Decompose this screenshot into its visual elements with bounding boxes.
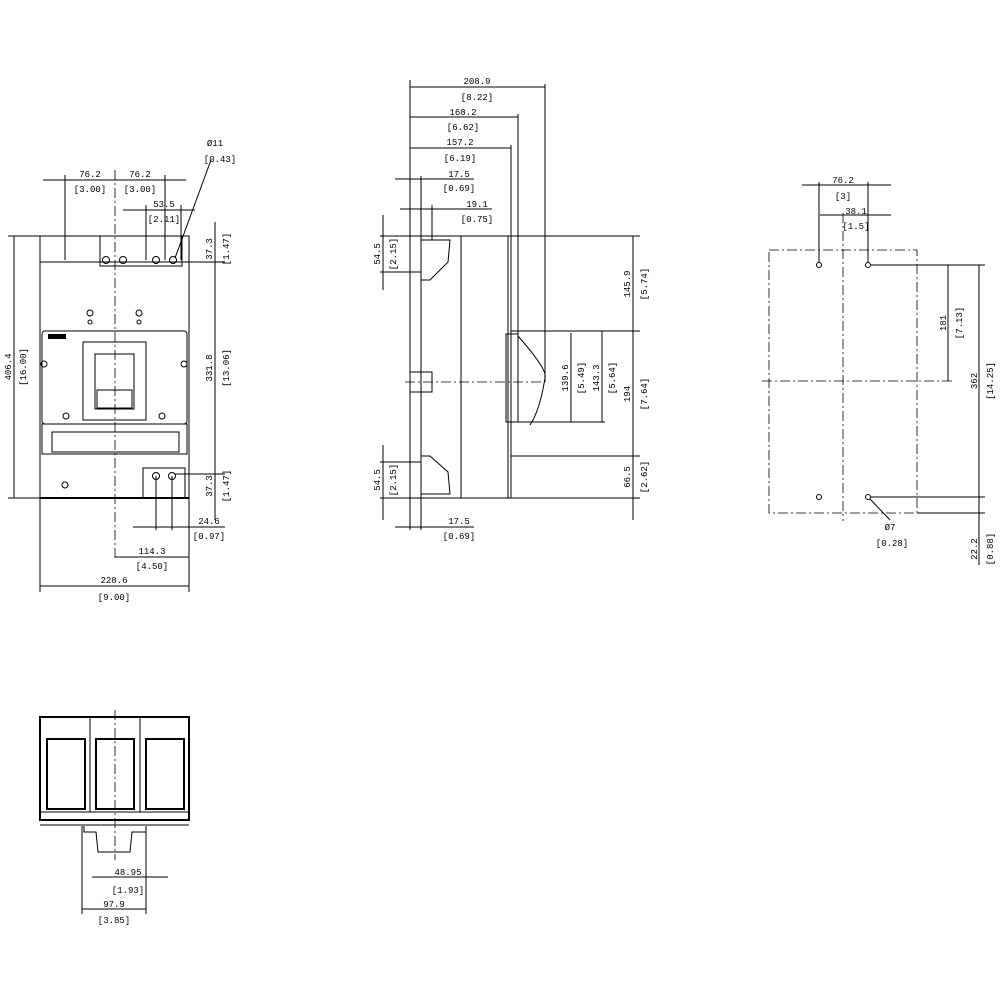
dim-depth-cover: 157.2 [446,138,473,148]
bottom-view [39,710,190,914]
dim-hole-spacing: 76.2 [832,176,854,186]
dim-top-to-escutcheon-in: [5.74] [640,268,650,300]
dim-depth-handle: 168.2 [449,108,476,118]
dim-handle-opening-in: [5.64] [608,362,618,394]
dim-top-terminal-height: 54.5 [373,243,383,265]
dim-hole-diameter: Ø11 [207,139,223,149]
dim-hole-height: 362 [970,373,980,389]
dim-handle-travel: 139.6 [561,364,571,391]
dim-bottom-margin: 22.2 [970,538,980,560]
dim-hole-spacing-in: [3] [835,192,851,202]
dim-bottom-width-in: [3.85] [98,916,130,926]
dim-depth-handle-in: [6.62] [447,123,479,133]
dim-handle-opening: 143.3 [592,364,602,391]
dim-between-terminals-in: [13.06] [222,349,232,387]
dim-hole-pitch-in: [0.97] [193,532,225,542]
mounting-view [762,182,985,565]
dim-top-right-width-in: [3.00] [124,185,156,195]
dim-top-terminal: 37.3 [205,238,215,260]
dim-terminal-spacing: 53.5 [153,200,175,210]
dim-half-spacing-in: [1.5] [842,222,869,232]
dim-top-left-width: 76.2 [79,170,101,180]
dim-overall-width-in: [9.00] [98,593,130,603]
dim-terminal-offset: 17.5 [448,170,470,180]
side-view [405,235,546,499]
dim-handle-travel-in: [5.49] [577,362,587,394]
dim-bottom-to-escutcheon-in: [2.62] [640,461,650,493]
dim-hole-diameter-in: [0.43] [204,155,236,165]
dim-top-left-width-in: [3.00] [74,185,106,195]
dim-half-width: 114.3 [138,547,165,557]
dim-depth-total-in: [8.22] [461,93,493,103]
side-dimensions [380,80,640,530]
dim-overall-width: 228.6 [100,576,127,586]
dim-hole-pitch: 24.6 [198,517,220,527]
dim-bottom-terminal-height: 54.5 [373,469,383,491]
dim-escutcheon: 194 [623,386,633,402]
dim-mount-hole-diameter-in: [0.28] [876,539,908,549]
dim-bottom-half-width: 48.95 [114,868,141,878]
dim-overall-height-in: [16.00] [19,348,29,386]
dim-mount-hole-diameter: Ø7 [885,523,896,533]
dim-terminal-depth-in: [0.75] [461,215,493,225]
dim-top-right-width: 76.2 [129,170,151,180]
dim-bottom-offset-in: [0.69] [443,532,475,542]
dim-half-height: 181 [939,315,949,331]
dim-bottom-offset: 17.5 [448,517,470,527]
dim-top-to-escutcheon: 145.9 [623,270,633,297]
dim-hole-height-in: [14.25] [986,362,996,400]
dim-bottom-terminal: 37.3 [205,475,215,497]
dim-half-height-in: [7.13] [955,307,965,339]
dim-terminal-offset-in: [0.69] [443,184,475,194]
dim-half-width-in: [4.50] [136,562,168,572]
dim-terminal-depth: 19.1 [466,200,488,210]
dim-bottom-to-escutcheon: 66.5 [623,466,633,488]
dim-depth-total: 208.9 [463,77,490,87]
dim-overall-height: 406.4 [4,353,14,380]
dim-bottom-terminal-in: [1.47] [222,470,232,502]
front-view [39,170,190,560]
dim-top-terminal-in: [1.47] [222,233,232,265]
dim-depth-cover-in: [6.19] [444,154,476,164]
dim-top-terminal-height-in: [2.15] [389,238,399,270]
dim-half-spacing: 38.1 [845,207,867,217]
front-dimensions [8,159,225,592]
dim-escutcheon-in: [7.64] [640,378,650,410]
dim-between-terminals: 331.8 [205,354,215,381]
dim-bottom-margin-in: [0.88] [986,533,996,565]
dim-terminal-spacing-in: [2.11] [148,215,180,225]
dim-bottom-half-width-in: [1.93] [112,886,144,896]
dim-bottom-width: 97.9 [103,900,125,910]
dim-bottom-terminal-height-in: [2.15] [389,464,399,496]
